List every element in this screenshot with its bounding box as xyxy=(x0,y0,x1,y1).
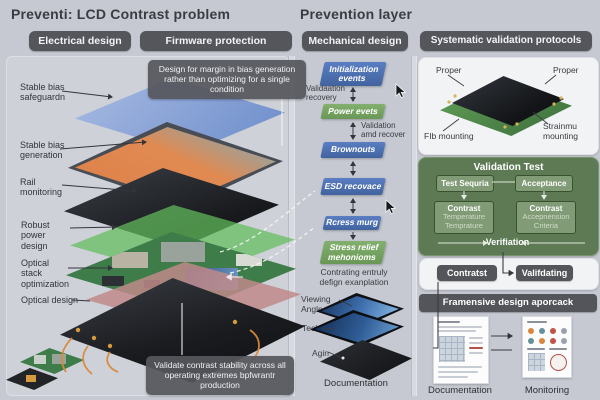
monitor-icon xyxy=(561,338,567,344)
flow-node-stress-relief: Stress relief mehonioms xyxy=(319,241,387,264)
pcb-chip xyxy=(52,354,66,364)
doc-line xyxy=(438,321,460,323)
validation-box-sub: Temperature Temprature xyxy=(442,212,486,231)
validation-box-sub: Accepnension Criteria xyxy=(522,212,570,231)
monitor-icon xyxy=(539,328,545,334)
label-optical-design: Optical design xyxy=(21,295,79,305)
label-documentation-right: Documentation xyxy=(428,385,492,396)
label-proper-left: Proper xyxy=(436,65,462,75)
left-title: Preventi: LCD Contrast problem xyxy=(11,6,231,22)
middle-title: Prevention layer xyxy=(300,6,413,22)
pcb-chip xyxy=(112,252,148,268)
monitor-polar-chart xyxy=(550,354,567,371)
tab-systematic-validation[interactable]: Systematic validation protocols xyxy=(420,31,592,51)
divider-right xyxy=(411,56,417,396)
validation-box-acceptance: Acceptance xyxy=(515,175,573,192)
doc-line xyxy=(469,342,483,344)
label-fib-mounting: FIb mounting xyxy=(424,131,474,141)
cursor-icon xyxy=(385,83,407,215)
monitor-icon xyxy=(539,338,545,344)
doc-line xyxy=(527,321,547,323)
doc-line xyxy=(438,376,468,378)
flow-node-power-events: Power evets xyxy=(320,104,386,119)
doc-line-red xyxy=(469,347,483,349)
divider-left xyxy=(288,56,295,396)
monitor-table-chart xyxy=(528,353,545,371)
label-optical-stack-optimization: Optical stack optimization xyxy=(21,258,70,289)
label-stable-bias-generation: Stable bias generation xyxy=(20,140,65,161)
flow-caption: Contrating entruly defign exanplation xyxy=(319,267,389,287)
label-stable-bias-safeguard: Stable bias safeguardn xyxy=(20,82,66,103)
doc-line xyxy=(549,348,567,350)
label-viewing-angle: Viewing Angle xyxy=(301,294,331,314)
flow-node-brownouts: Brownouts xyxy=(320,142,386,158)
validation-test-title: Validation Test xyxy=(473,162,544,173)
flow-node-stress-margin: Rcress murg xyxy=(322,216,382,230)
flow-label-validation-recovery: Validaation recovery xyxy=(306,84,345,103)
doc-line xyxy=(438,330,476,332)
flow-node-esd-recovery: ESD recovace xyxy=(320,178,386,195)
pcb-chip xyxy=(102,276,124,286)
tablet-aged-dark xyxy=(320,340,412,380)
documentation-page xyxy=(433,316,489,384)
monitor-icon xyxy=(528,338,534,344)
tab-mechanical-design[interactable]: Mechanical design xyxy=(302,31,408,51)
monitor-icon xyxy=(561,328,567,334)
pcb-chip xyxy=(161,242,205,262)
flow-node-initialization-events: Initialization events xyxy=(319,62,387,86)
doc-line xyxy=(438,366,482,368)
doc-line xyxy=(469,352,483,354)
pcb-chip xyxy=(34,355,46,364)
validation-box-title: Contrast xyxy=(447,204,481,214)
connector-module xyxy=(6,368,58,390)
label-documentation-middle: Documentation xyxy=(324,378,388,389)
flow-label-validation-recover: Validation amd recover xyxy=(361,121,406,140)
label-proper-right: Proper xyxy=(553,65,579,75)
tab-firmware-protection[interactable]: Firmware protection xyxy=(140,31,292,51)
gold-pad xyxy=(26,375,36,382)
validation-box-title: Contrast xyxy=(529,204,563,214)
tablet-screen xyxy=(315,313,399,343)
tooltip-validate-contrast: Validate contrast stability across all o… xyxy=(146,356,294,395)
monitor-icon xyxy=(550,328,556,334)
tablet-second xyxy=(310,310,404,346)
label-agin: Agin xyxy=(312,348,330,358)
tab-electrical-design[interactable]: Electrical design xyxy=(29,31,131,51)
validation-box-contrast-temperature: Contrast Temperature Temprature xyxy=(434,201,494,234)
label-rail-monitoring: Rail monitoring xyxy=(20,177,63,198)
label-strain-mounting: Strainmu mounting xyxy=(543,121,578,141)
validation-box-test-sequence: Test Sequria xyxy=(436,175,494,192)
box-contrast: Contratst xyxy=(437,265,497,281)
monitoring-page xyxy=(522,316,572,378)
monitor-icon xyxy=(550,338,556,344)
box-validating: Valifdating xyxy=(516,265,573,281)
doc-line xyxy=(527,348,545,350)
tooltip-margin-design: Design for margin in bias generation rat… xyxy=(148,60,306,99)
doc-table xyxy=(439,336,465,362)
doc-line xyxy=(469,337,483,339)
doc-line xyxy=(438,326,482,328)
label-monitoring: Monitoring xyxy=(524,385,570,396)
monitor-icon xyxy=(528,328,534,334)
label-robust-power-design: Robust power design xyxy=(21,220,50,251)
validation-box-contrast-criteria: Contrast Accepnension Criteria xyxy=(516,201,576,234)
banner-design-approach: Framensive design aporcack xyxy=(419,294,597,312)
doc-line xyxy=(438,371,478,373)
validation-footer-verification: Verifiation xyxy=(485,237,530,247)
